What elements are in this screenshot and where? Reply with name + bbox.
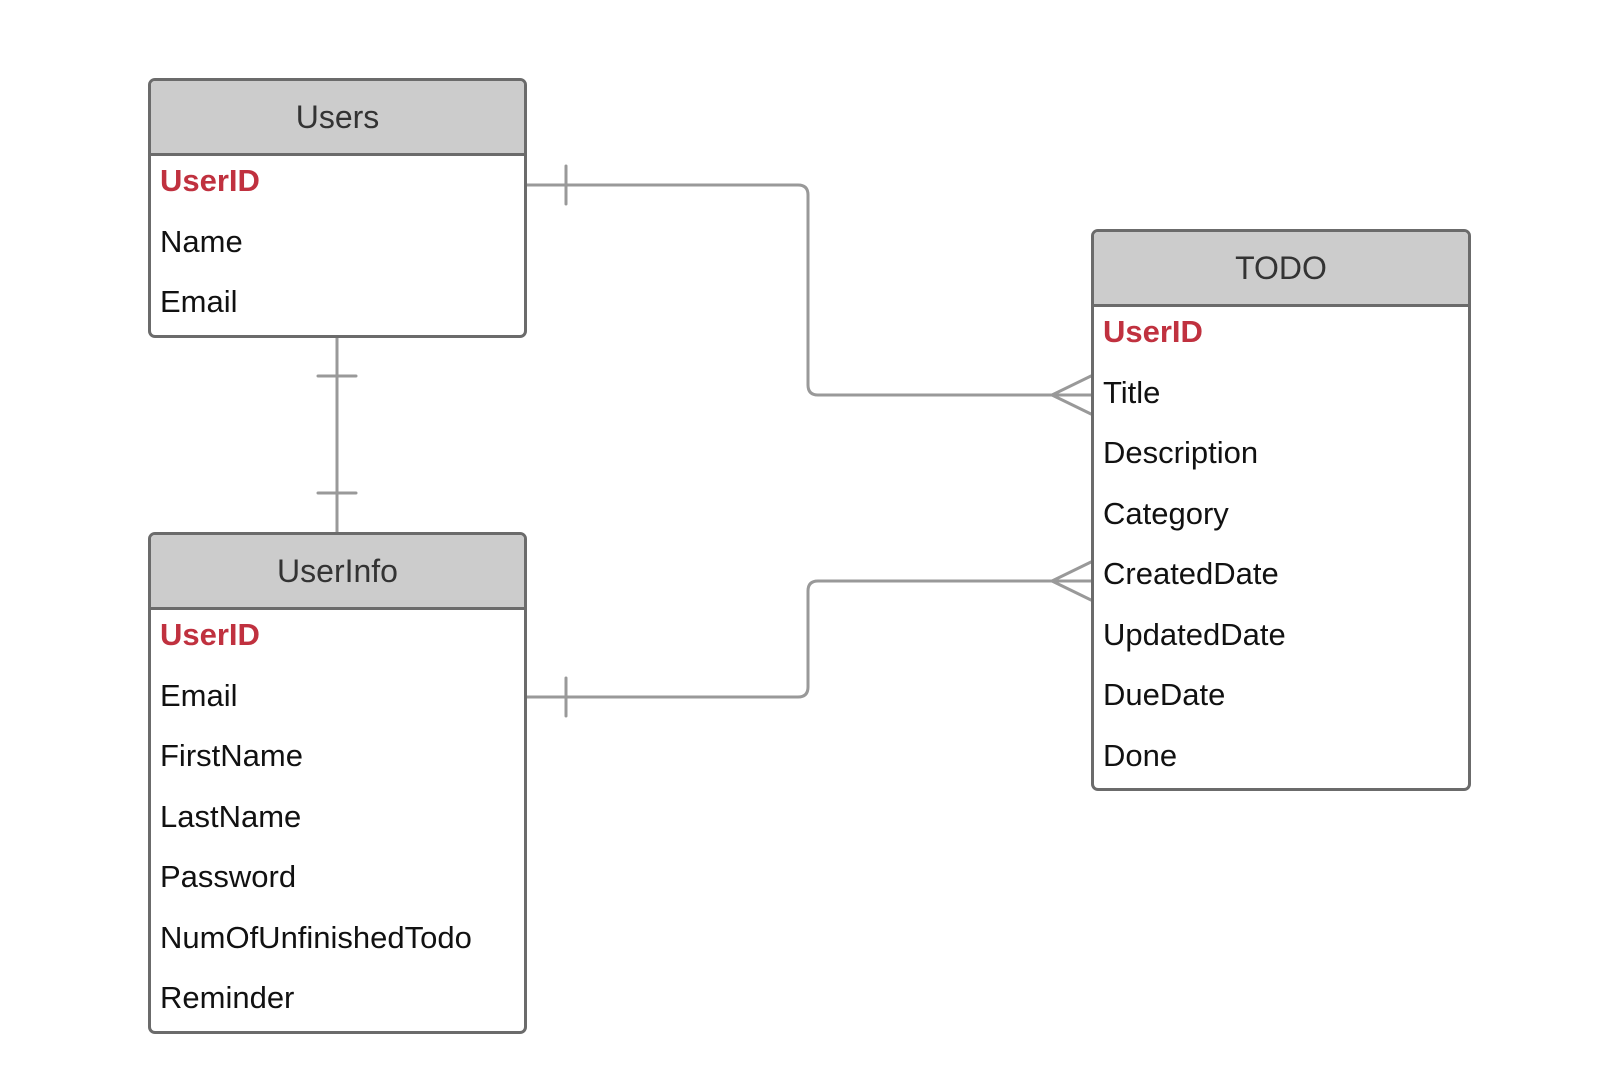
relationship-users-userinfo: [316, 336, 358, 534]
field-row[interactable]: Done: [1103, 737, 1178, 773]
field-row[interactable]: Title: [1103, 374, 1161, 410]
field-row[interactable]: CreatedDate: [1103, 556, 1279, 591]
relationship-users-todo: [525, 164, 1093, 416]
field-row[interactable]: Category: [1103, 495, 1229, 531]
field-row[interactable]: LastName: [160, 798, 302, 834]
field-row[interactable]: Password: [160, 859, 297, 894]
field-row[interactable]: Reminder: [160, 980, 295, 1015]
field-row[interactable]: FirstName: [160, 738, 303, 773]
entity-title-todo: TODO: [1094, 232, 1468, 307]
many-marker-todo-title: [1050, 374, 1093, 416]
field-row[interactable]: UpdatedDate: [1103, 616, 1286, 652]
field-row[interactable]: DueDate: [1103, 677, 1226, 712]
field-row[interactable]: Description: [1103, 435, 1259, 470]
entity-title-userinfo: UserInfo: [151, 535, 524, 610]
field-row[interactable]: Email: [160, 284, 238, 319]
field-row[interactable]: NumOfUnfinishedTodo: [160, 919, 472, 955]
relationship-userinfo-todo: [525, 560, 1093, 718]
field-row[interactable]: Name: [160, 223, 243, 259]
field-row[interactable]: Email: [160, 677, 238, 713]
many-marker-todo-createddate: [1050, 560, 1093, 602]
primary-key-field[interactable]: UserID: [1103, 314, 1203, 349]
entity-title-users: Users: [151, 81, 524, 156]
primary-key-field[interactable]: UserID: [160, 617, 260, 652]
primary-key-field[interactable]: UserID: [160, 163, 260, 198]
